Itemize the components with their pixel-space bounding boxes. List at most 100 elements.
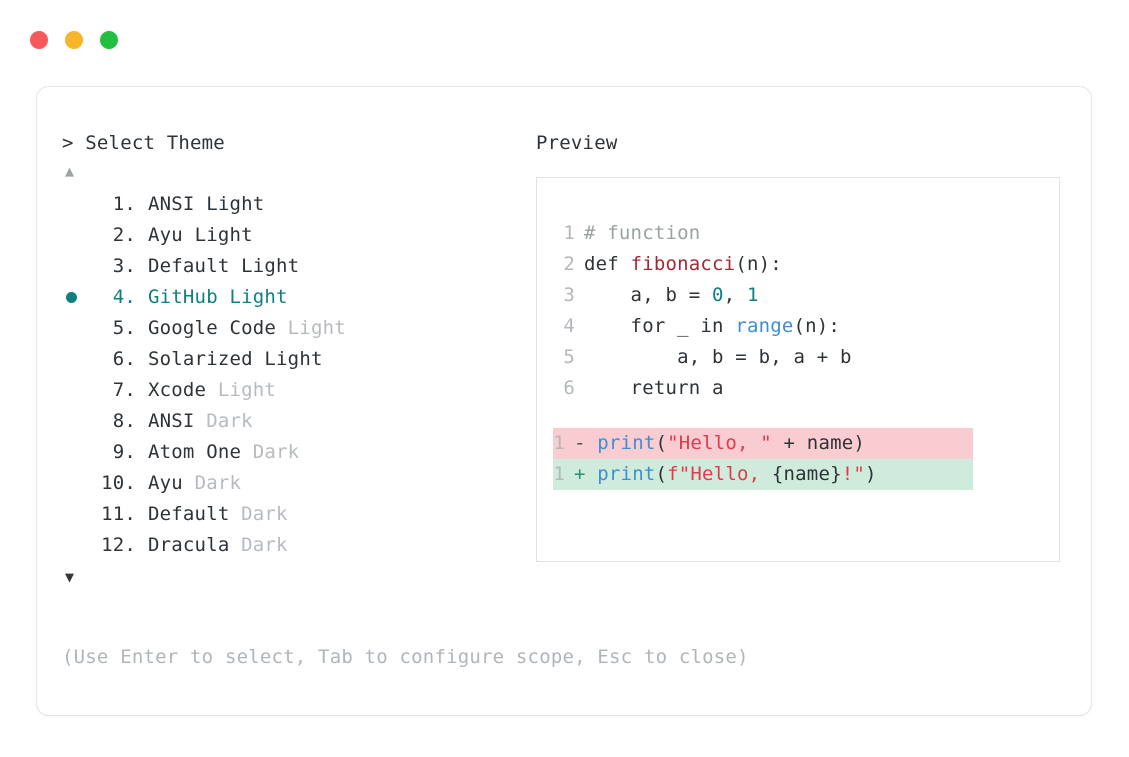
diff-line-number: 1: [553, 463, 565, 485]
code-token: a, b =: [584, 284, 713, 306]
theme-index: 3.: [112, 255, 136, 277]
spacer: [586, 432, 598, 454]
theme-list-item[interactable]: 6.Solarized Light: [62, 344, 532, 375]
theme-name: Xcode: [148, 379, 207, 401]
selection-bullet-slot: [62, 282, 92, 313]
code-line: 3 a, b = 0, 1: [537, 280, 1059, 311]
maximize-button-icon[interactable]: [100, 31, 118, 49]
code-token: + name): [771, 432, 866, 454]
prompt-caret-icon: >: [62, 132, 74, 154]
theme-variant: Dark: [241, 534, 288, 556]
spacer: [229, 499, 241, 530]
theme-variant: Light: [241, 255, 300, 277]
theme-index: 1.: [112, 193, 136, 215]
scroll-up-icon[interactable]: ▲: [65, 162, 75, 180]
spacer: [183, 220, 195, 251]
code-token: ): [865, 463, 877, 485]
selection-bullet-slot: [62, 189, 92, 220]
spacer: [276, 313, 288, 344]
spacer: [183, 468, 195, 499]
spacer: [253, 344, 265, 375]
theme-variant: Dark: [194, 472, 242, 494]
diff-line-del: 1- print("Hello, " + name): [553, 428, 973, 459]
line-number: 6: [563, 377, 575, 399]
code-token: return a: [584, 377, 724, 399]
theme-name: Ayu: [148, 224, 183, 246]
theme-name: Atom One: [148, 441, 242, 463]
code-token: (: [655, 463, 668, 485]
code-token: ,: [723, 284, 747, 306]
theme-variant: Light: [287, 317, 346, 339]
theme-list-item[interactable]: 3. Default Light: [62, 251, 532, 282]
theme-index: 7.: [112, 379, 136, 401]
theme-index: 8.: [112, 410, 136, 432]
selection-bullet-slot: [62, 344, 92, 375]
theme-index: 12.: [101, 534, 136, 556]
code-token: 1: [746, 284, 759, 306]
spacer: [195, 189, 207, 220]
theme-name: GitHub: [148, 286, 218, 308]
theme-name: Ayu: [148, 472, 183, 494]
window-controls: [30, 31, 118, 49]
code-line: 5 a, b = b, a + b: [537, 342, 1059, 373]
minimize-button-icon[interactable]: [65, 31, 83, 49]
code-token: a, b = b, a + b: [584, 346, 852, 368]
code-token: print: [597, 432, 656, 454]
code-token: 0: [712, 284, 724, 306]
selection-bullet-slot: [62, 437, 92, 468]
selection-bullet-slot: [62, 468, 92, 499]
theme-list-item[interactable]: 9. Atom One Dark: [62, 437, 532, 468]
code-token: print: [597, 463, 656, 485]
theme-index: 9.: [112, 441, 136, 463]
selection-bullet-slot: [62, 375, 92, 406]
theme-variant: Dark: [241, 503, 288, 525]
theme-name: ANSI: [148, 193, 195, 215]
spacer: [241, 437, 253, 468]
theme-name: Google Code: [148, 317, 277, 339]
diff-marker: +: [574, 463, 586, 485]
diff-line-number: 1: [553, 432, 565, 454]
scroll-down-icon[interactable]: ▼: [65, 568, 75, 586]
theme-list-item[interactable]: 8.ANSI Dark: [62, 406, 532, 437]
theme-list-item[interactable]: 10.Ayu Dark: [62, 468, 532, 499]
theme-list-item[interactable]: 5. Google Code Light: [62, 313, 532, 344]
spacer: [218, 282, 230, 313]
close-button-icon[interactable]: [30, 31, 48, 49]
theme-list-item[interactable]: 2.Ayu Light: [62, 220, 532, 251]
theme-list-item[interactable]: 4.GitHub Light: [62, 282, 532, 313]
spacer: [229, 530, 241, 561]
selection-bullet-slot: [62, 406, 92, 437]
line-number: 3: [563, 284, 575, 306]
theme-name: Dracula: [148, 534, 230, 556]
line-number: 4: [563, 315, 575, 337]
theme-name: Default: [148, 255, 230, 277]
theme-variant: Light: [264, 348, 323, 370]
selected-bullet-icon: [66, 292, 77, 303]
theme-list-item[interactable]: 7.Xcode Light: [62, 375, 532, 406]
spacer: [195, 406, 207, 437]
theme-variant: Dark: [252, 441, 300, 463]
theme-list-item[interactable]: 12. Dracula Dark: [62, 530, 532, 561]
selection-bullet-slot: [62, 530, 92, 561]
spacer: [586, 463, 598, 485]
code-token: f"Hello,: [667, 463, 772, 485]
diff-marker: -: [574, 432, 586, 454]
theme-index: 5.: [112, 317, 136, 339]
theme-list-item[interactable]: 1.ANSI Light: [62, 189, 532, 220]
theme-name: Solarized: [148, 348, 253, 370]
line-number: 2: [563, 253, 575, 275]
line-number: 5: [563, 346, 575, 368]
code-token: {name}: [771, 463, 842, 485]
selection-bullet-slot: [62, 313, 92, 344]
code-blank-line: [537, 404, 1059, 428]
selection-bullet-slot: [62, 220, 92, 251]
theme-index: 11.: [101, 503, 136, 525]
keyboard-hint: (Use Enter to select, Tab to configure s…: [62, 646, 749, 668]
theme-list-item[interactable]: 11.Default Dark: [62, 499, 532, 530]
code-token: (n):: [735, 253, 782, 275]
